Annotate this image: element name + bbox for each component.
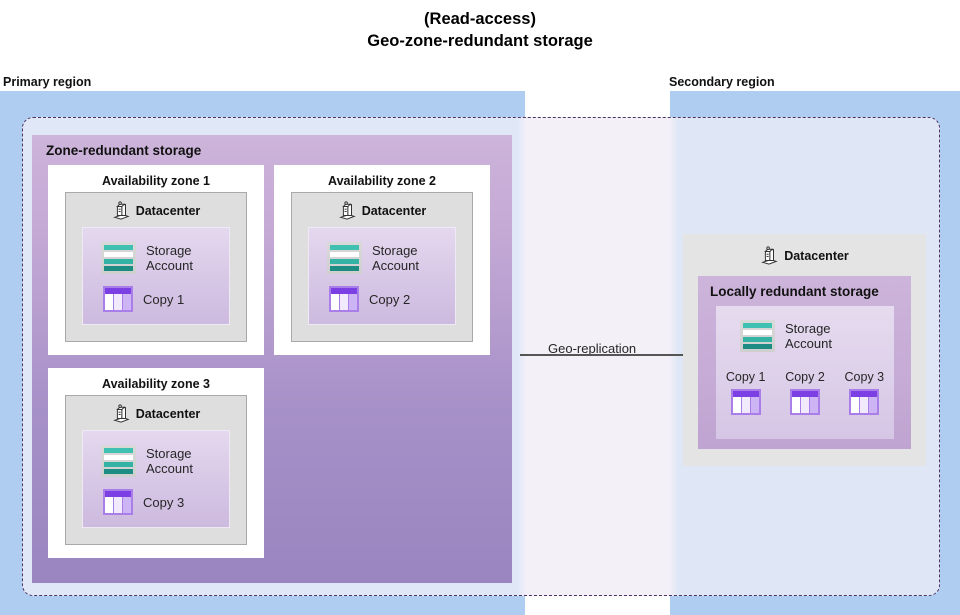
zone-3-content-box: Storage Account Copy 3 bbox=[82, 430, 230, 528]
storage-account-label-zone-2: Storage Account bbox=[372, 243, 419, 273]
copy-icon bbox=[730, 389, 761, 415]
datacenter-label-zone-1: Datacenter bbox=[135, 204, 201, 218]
datacenter-header-secondary: Datacenter bbox=[683, 246, 926, 266]
storage-account-icon bbox=[101, 445, 136, 477]
page-title: (Read-access) Geo-zone-redundant storage bbox=[0, 8, 960, 52]
storage-account-label-secondary: Storage Account bbox=[785, 321, 832, 351]
storage-account-row-secondary: Storage Account bbox=[740, 320, 855, 352]
storage-account-label-zone-1: Storage Account bbox=[146, 243, 193, 273]
copy-cell-3: Copy 3 bbox=[844, 370, 885, 415]
copy-icon bbox=[789, 389, 820, 415]
secondary-copies-group: Copy 1 Copy 2 Copy 3 bbox=[716, 370, 894, 415]
zone-1-content-box: Storage Account Copy 1 bbox=[82, 227, 230, 325]
storage-account-row-zone-1: Storage Account bbox=[101, 242, 216, 274]
copy-icon bbox=[849, 389, 880, 415]
storage-account-row-zone-3: Storage Account bbox=[101, 445, 216, 477]
zone-redundant-storage-title: Zone-redundant storage bbox=[46, 143, 202, 158]
storage-account-row-zone-2: Storage Account bbox=[327, 242, 442, 274]
datacenter-header-zone-1: Datacenter bbox=[66, 201, 246, 221]
zone-2-content-box: Storage Account Copy 2 bbox=[308, 227, 456, 325]
datacenter-header-zone-3: Datacenter bbox=[66, 404, 246, 424]
availability-zone-2-title: Availability zone 2 bbox=[328, 174, 436, 188]
datacenter-label-zone-3: Datacenter bbox=[135, 407, 201, 421]
storage-account-icon bbox=[740, 320, 775, 352]
datacenter-header-zone-2: Datacenter bbox=[292, 201, 472, 221]
copy-row-zone-1: Copy 1 bbox=[103, 286, 184, 312]
title-line-2: Geo-zone-redundant storage bbox=[367, 32, 593, 50]
copy-cell-1: Copy 1 bbox=[725, 370, 766, 415]
availability-zone-1-title: Availability zone 1 bbox=[102, 174, 210, 188]
copy-row-zone-2: Copy 2 bbox=[329, 286, 410, 312]
locally-redundant-storage-title: Locally redundant storage bbox=[710, 284, 879, 299]
copy-label-secondary-1: Copy 1 bbox=[725, 370, 766, 384]
title-line-1: (Read-access) bbox=[424, 10, 536, 28]
arrow-right-icon bbox=[520, 348, 710, 362]
copy-row-zone-3: Copy 3 bbox=[103, 489, 184, 515]
datacenter-label-secondary: Datacenter bbox=[784, 249, 849, 263]
copy-label-zone-3: Copy 3 bbox=[143, 494, 185, 510]
secondary-region-label: Secondary region bbox=[669, 75, 775, 89]
storage-account-icon bbox=[327, 242, 362, 274]
availability-zone-3-title: Availability zone 3 bbox=[102, 377, 210, 391]
copy-cell-2: Copy 2 bbox=[785, 370, 825, 415]
datacenter-icon bbox=[338, 201, 356, 221]
datacenter-icon bbox=[760, 246, 778, 266]
copy-label-zone-2: Copy 2 bbox=[369, 291, 411, 307]
storage-account-icon bbox=[101, 242, 136, 274]
copy-label-zone-1: Copy 1 bbox=[143, 291, 185, 307]
copy-icon bbox=[103, 286, 133, 312]
datacenter-label-zone-2: Datacenter bbox=[361, 204, 427, 218]
copy-icon bbox=[329, 286, 359, 312]
datacenter-icon bbox=[112, 201, 130, 221]
datacenter-icon bbox=[112, 404, 130, 424]
primary-region-label: Primary region bbox=[3, 75, 92, 89]
geo-replication-label: Geo-replication bbox=[548, 341, 637, 356]
copy-icon bbox=[103, 489, 133, 515]
copy-label-secondary-3: Copy 3 bbox=[844, 370, 885, 384]
storage-account-label-zone-3: Storage Account bbox=[146, 446, 193, 476]
copy-label-secondary-2: Copy 2 bbox=[785, 370, 825, 384]
